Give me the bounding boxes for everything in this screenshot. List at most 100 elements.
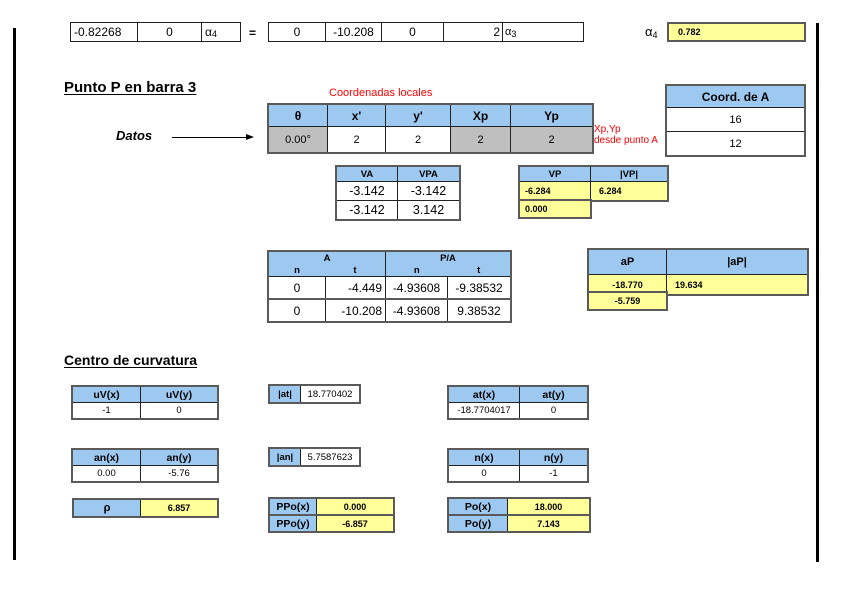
at-x-cell: -18.7704017 (457, 405, 511, 416)
matrix-cell: -10.208 (325, 23, 381, 41)
at-y-cell: 0 (519, 403, 587, 418)
uv-x-header: uV(x) (73, 387, 140, 402)
uv-x-cell: -1 (102, 405, 111, 416)
n-y-cell: -1 (519, 466, 587, 481)
an-y-cell: -5.76 (140, 466, 217, 481)
nt-cell: 0 (293, 303, 301, 318)
matrix-cell: -0.82268 (74, 25, 122, 39)
t-subheader: t (353, 264, 357, 276)
po-table: Po(x) 18.000 Po(y) 7.143 (447, 497, 591, 533)
vp-header: VP (520, 167, 590, 181)
nt-cell: -4.93608 (385, 300, 447, 321)
rho-table: ρ 6.857 (72, 498, 219, 518)
yp-header: Yp (510, 105, 592, 126)
an-x-cell: 0.00 (97, 468, 116, 479)
at-y-header: at(y) (519, 387, 587, 402)
xp-header: Xp (450, 105, 510, 126)
po-y-label: Po(y) (449, 516, 507, 531)
ap-table: aP |aP| -18.770 19.634 (587, 248, 809, 296)
vp-table: VP |VP| -6.284 6.284 (518, 165, 669, 202)
page-border-right (816, 23, 819, 562)
alpha4-result-label: α4 (645, 24, 658, 40)
t-subheader: t (477, 264, 481, 276)
po-y-value: 7.143 (507, 516, 589, 531)
xpyp-desde-punto-a-note: Xp,Yp desde punto A (594, 124, 658, 146)
yp-value-cell[interactable]: 2 (510, 127, 592, 152)
nt-cell: 0 (293, 280, 301, 295)
local-coordinates-table: θ x' y' Xp Yp 0.00° 2 2 2 2 (267, 103, 594, 154)
vpa-cell: -3.142 (397, 182, 459, 200)
an-mag-label: |an| (270, 449, 300, 465)
section-title-punto-p: Punto P en barra 3 (64, 79, 197, 96)
coord-a-y-cell[interactable]: 12 (729, 137, 742, 150)
uv-y-cell: 0 (140, 403, 217, 418)
nt-cell: 9.38532 (447, 300, 510, 321)
vpa-header: VPA (397, 167, 459, 181)
theta-header: θ (269, 105, 327, 126)
rho-label: ρ (74, 500, 140, 516)
equals-sign: = (249, 26, 257, 40)
matrix-cell: 2 (443, 23, 502, 41)
ppo-y-value: -6.857 (316, 516, 393, 531)
ppo-y-label: PPo(y) (270, 516, 316, 531)
ap-mag-header: |aP| (666, 250, 807, 274)
theta-value-cell[interactable]: 0.00° (269, 127, 327, 152)
va-cell: -3.142 (349, 184, 385, 198)
ap-x-cell: -18.770 (589, 275, 666, 294)
coord-a-x-cell[interactable]: 16 (729, 113, 742, 126)
n-x-cell: 0 (481, 468, 487, 479)
ppo-x-label: PPo(x) (270, 499, 316, 514)
nt-cell: -9.38532 (447, 277, 510, 298)
an-y-header: an(y) (140, 450, 217, 465)
an-mag-value: 5.7587623 (300, 449, 359, 465)
at-mag-label: |at| (270, 386, 300, 402)
at-x-header: at(x) (449, 387, 519, 402)
xp-value-cell[interactable]: 2 (450, 127, 510, 152)
y-prime-header: y' (385, 105, 450, 126)
matrix-cell: 0 (381, 23, 443, 41)
y-prime-value-cell[interactable]: 2 (385, 127, 450, 152)
nt-cell: -4.93608 (385, 277, 447, 298)
n-subheader: n (413, 264, 420, 276)
datos-label: Datos (116, 128, 153, 143)
nt-cell: -10.208 (325, 300, 385, 321)
at-table: at(x) at(y) -18.7704017 0 (447, 385, 589, 420)
vp-x-cell: -6.284 (520, 182, 590, 200)
rho-value: 6.857 (140, 500, 217, 516)
n-y-header: n(y) (519, 450, 587, 465)
nt-table: A n t P/A n t 0 -4.449 -4.93608 -9.38532… (267, 250, 512, 323)
n-x-header: n(x) (449, 450, 519, 465)
ap-header: aP (589, 250, 666, 274)
va-cell: -3.142 (349, 203, 385, 217)
datos-arrow-icon (172, 133, 254, 140)
po-x-value: 18.000 (507, 499, 589, 514)
an-magnitude: |an| 5.7587623 (268, 447, 361, 467)
x-prime-header: x' (327, 105, 385, 126)
ppo-x-value: 0.000 (316, 499, 393, 514)
po-x-label: Po(x) (449, 499, 507, 514)
coordenadas-locales-note: Coordenadas locales (329, 87, 433, 99)
n-table: n(x) n(y) 0 -1 (447, 448, 589, 483)
at-mag-value: 18.770402 (300, 386, 359, 402)
page-border-left (13, 28, 16, 560)
vp-table-row2: 0.000 (518, 199, 592, 219)
ap-y-cell: -5.759 (589, 293, 666, 309)
group-a-header: A n t (269, 252, 385, 276)
coord-de-a-table: Coord. de A 16 12 (665, 84, 806, 157)
vp-mag-header: |VP| (590, 167, 667, 181)
group-pa-header: P/A n t (385, 252, 510, 276)
n-subheader: n (294, 264, 300, 276)
va-header: VA (337, 167, 397, 181)
ap-table-row2: -5.759 (587, 291, 668, 311)
at-magnitude: |at| 18.770402 (268, 384, 361, 404)
ap-mag-cell: 19.634 (666, 275, 807, 294)
nt-cell: -4.449 (325, 277, 385, 298)
coord-de-a-header: Coord. de A (667, 86, 804, 107)
x-prime-value-cell[interactable]: 2 (327, 127, 385, 152)
matrix-cell: 0 (137, 23, 201, 41)
